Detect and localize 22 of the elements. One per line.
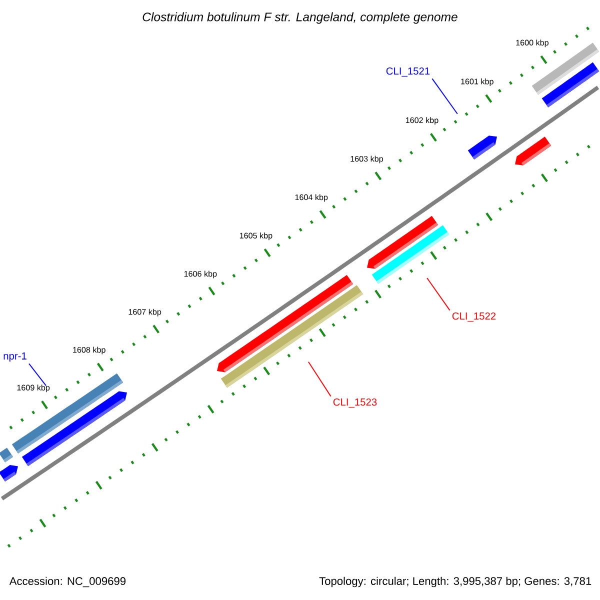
leader-line [426,278,450,311]
scale-label: 1600 kbp [516,40,548,48]
leader-line [432,78,458,114]
gene-arrow [220,285,364,388]
gene-arrow [468,136,497,160]
gene-arrow [372,225,450,284]
scale-label: 1607 kbp [128,308,162,316]
scale-label: 1604 kbp [295,194,328,202]
scale-label: 1601 kbp [461,78,494,86]
leader-line [308,361,332,397]
title: Clostridium botulinum F str. Langeland, complete genome [142,12,458,24]
leader-line [28,363,47,386]
gene-label: CLI_1523 [333,398,377,408]
scale-label: 1603 kbp [350,156,383,164]
gene-arrow [12,373,124,454]
gene-label: npr-1 [4,352,26,362]
accession-text: Accession: NC_009699 [9,576,126,588]
gene-label: CLI_1521 [386,67,430,77]
gene-label: CLI_1522 [452,312,496,322]
scale-label: 1609 kbp [17,384,50,392]
genome-info-text: Topology: circular; Length: 3,995,387 bp; Genes: 3,781 [319,576,592,588]
scale-label: 1605 kbp [240,232,272,240]
